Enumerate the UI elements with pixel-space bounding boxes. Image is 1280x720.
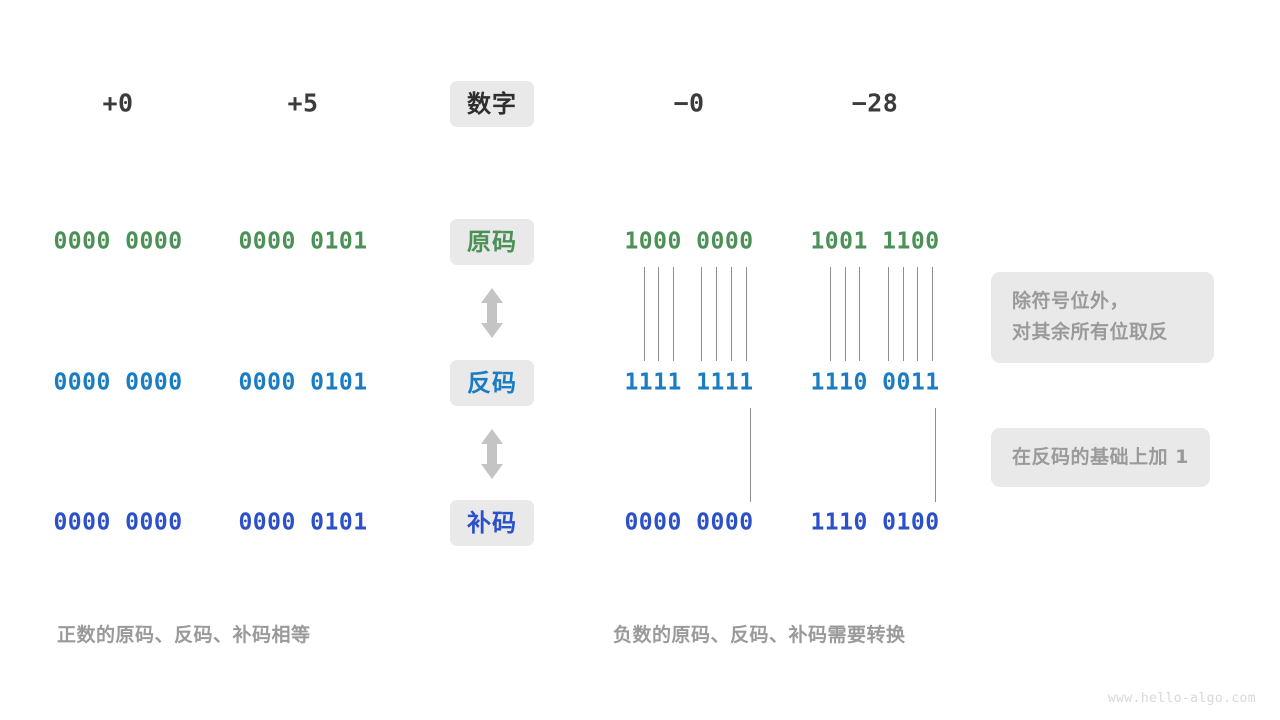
ones-complement-neg-twentyeight: 1110 0011 [810,369,940,396]
up-down-arrow-icon [481,429,503,479]
ones-complement-pos-zero: 0000 0000 [53,369,183,396]
connector-line [731,267,732,361]
column-header-neg-zero: −0 [673,88,705,118]
connector-line [932,267,933,361]
twos-complement-neg-twentyeight: 1110 0100 [810,509,940,536]
row-label-ones-complement: 反码 [450,360,534,406]
up-down-arrow-icon [481,288,503,338]
column-header-neg-twentyeight: −28 [851,88,899,118]
connector-line [658,267,659,361]
connector-line [750,408,751,502]
connector-line [903,267,904,361]
sign-magnitude-pos-zero: 0000 0000 [53,228,183,255]
connector-line [673,267,674,361]
row-label-header: 数字 [450,81,534,127]
sign-magnitude-neg-twentyeight: 1001 1100 [810,228,940,255]
connector-line [859,267,860,361]
sign-magnitude-pos-five: 0000 0101 [238,228,368,255]
caption-positive: 正数的原码、反码、补码相等 [57,624,311,646]
row-label-sign-magnitude: 原码 [450,219,534,265]
twos-complement-pos-zero: 0000 0000 [53,509,183,536]
connector-line [716,267,717,361]
note-invert-bits: 除符号位外， 对其余所有位取反 [991,272,1214,363]
ones-complement-pos-five: 0000 0101 [238,369,368,396]
twos-complement-pos-five: 0000 0101 [238,509,368,536]
column-header-pos-zero: +0 [102,88,134,118]
twos-complement-neg-zero: 0000 0000 [624,509,754,536]
connector-line [644,267,645,361]
watermark-url: www.hello-algo.com [1107,691,1256,706]
connector-line [830,267,831,361]
note-add-one: 在反码的基础上加 1 [991,428,1210,488]
ones-complement-neg-zero: 1111 1111 [624,369,754,396]
sign-magnitude-neg-zero: 1000 0000 [624,228,754,255]
caption-negative: 负数的原码、反码、补码需要转换 [613,624,906,646]
row-label-twos-complement: 补码 [450,500,534,546]
connector-line [917,267,918,361]
connector-line [845,267,846,361]
connector-line [746,267,747,361]
connector-line [888,267,889,361]
connector-line [701,267,702,361]
connector-line [935,408,936,502]
column-header-pos-five: +5 [287,88,319,118]
